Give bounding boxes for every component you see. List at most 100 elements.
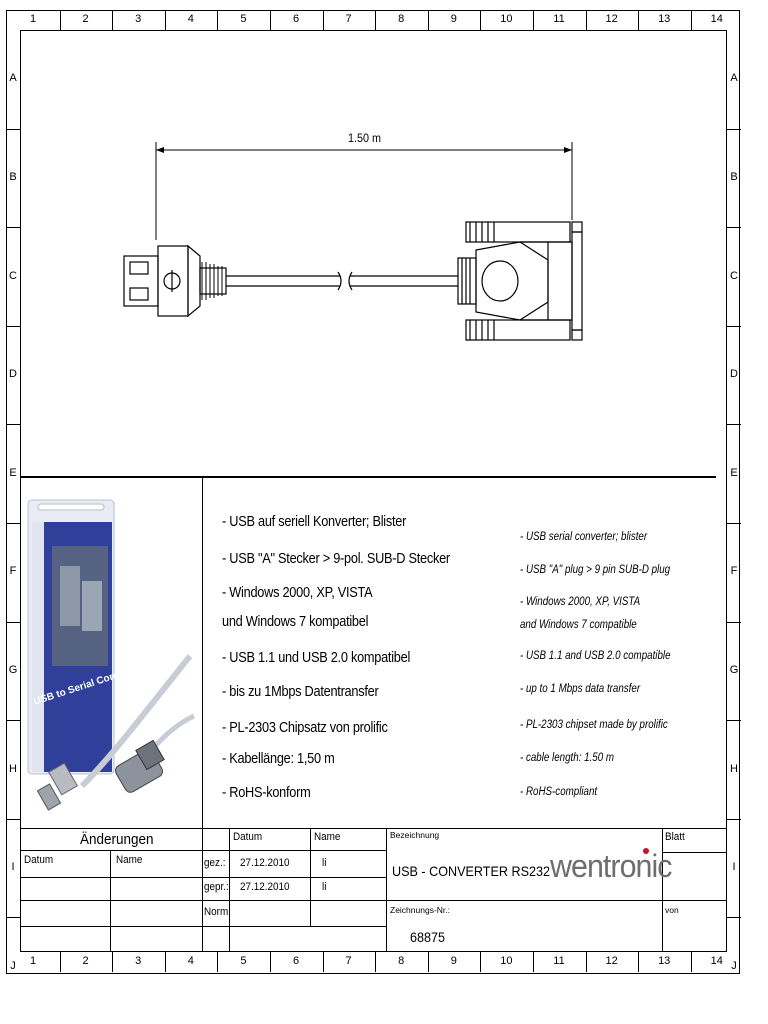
grid-tick: [270, 10, 271, 30]
feature-de-9: - RoHS-konform: [222, 785, 311, 801]
grid-tick: [727, 523, 741, 524]
column-number: 7: [345, 13, 352, 25]
grid-tick: [217, 952, 219, 972]
grid-tick: [270, 952, 271, 972]
column-number: 11: [553, 955, 565, 967]
row-letter: D: [9, 368, 17, 381]
column-number: 8: [398, 955, 405, 967]
column-number: 7: [345, 955, 352, 967]
wentronic-logo: wentronic: [550, 848, 673, 884]
row-letter: B: [730, 170, 738, 183]
feature-de-3: - Windows 2000, XP, VISTA: [222, 585, 373, 601]
column-number: 2: [82, 13, 89, 25]
row-letter: B: [9, 170, 17, 183]
grid-tick: [6, 523, 20, 524]
feature-de-5: - USB 1.1 und USB 2.0 kompatibel: [222, 650, 411, 666]
row-letter: H: [730, 762, 738, 775]
grid-tick: [727, 325, 741, 327]
grid-tick: [322, 952, 324, 972]
row-letter: J: [10, 959, 16, 972]
column-number: 11: [553, 13, 565, 25]
zeichnungs-value: 68875: [410, 929, 446, 945]
feature-en-1: - USB serial converter; blister: [520, 531, 648, 543]
grid-tick: [727, 128, 741, 130]
feature-en-5: - USB 1.1 and USB 2.0 compatible: [520, 650, 671, 662]
grid-tick: [533, 952, 534, 972]
column-number: 14: [710, 13, 723, 25]
grid-tick: [727, 720, 741, 722]
grid-tick: [727, 424, 741, 426]
row-letter: F: [730, 565, 738, 578]
gez-name: li: [322, 857, 327, 869]
grid-tick: [585, 10, 587, 30]
grid-tick: [727, 818, 741, 820]
grid-tick: [727, 621, 741, 623]
column-number: 1: [29, 955, 37, 967]
grid-tick: [585, 952, 587, 972]
bezeichnung-value: USB - CONVERTER RS232: [392, 863, 551, 879]
row-letter: G: [729, 663, 739, 676]
cable: [226, 271, 458, 291]
grid-tick: [375, 952, 377, 972]
row-letter: H: [9, 762, 17, 775]
product-photo-panel: [20, 478, 203, 828]
column-number: 3: [135, 955, 142, 967]
column-number: 12: [605, 13, 618, 25]
section-divider: [20, 476, 716, 478]
grid-tick: [164, 952, 166, 972]
usb-plug: [123, 244, 227, 318]
grid-tick: [427, 10, 429, 30]
column-number: 10: [500, 13, 513, 25]
grid-tick: [322, 10, 324, 30]
feature-en-8: - cable length: 1.50 m: [520, 752, 615, 764]
grid-tick: [6, 128, 20, 130]
blatt-label: Blatt: [665, 831, 685, 843]
feature-de-2: - USB "A" Stecker > 9-pol. SUB-D Stecker: [222, 551, 450, 567]
row-letter: A: [9, 72, 17, 85]
column-number: 9: [450, 13, 457, 25]
column-number: 5: [240, 13, 247, 25]
feature-en-4: and Windows 7 compatible: [520, 619, 637, 631]
inner-frame: [20, 30, 727, 952]
row-letter: I: [11, 861, 15, 874]
gepr-name: li: [322, 881, 327, 893]
feature-en-3: - Windows 2000, XP, VISTA: [520, 596, 641, 608]
grid-tick: [6, 424, 20, 426]
grid-tick: [6, 818, 20, 820]
feature-en-9: - RoHS-compliant: [520, 786, 598, 798]
column-number: 6: [292, 955, 300, 967]
column-number: 8: [398, 13, 405, 25]
dimension-label: 1.50 m: [348, 131, 382, 145]
grid-tick: [427, 952, 429, 972]
cable-drawing: [123, 142, 583, 341]
feature-de-4: und Windows 7 kompatibel: [222, 614, 369, 630]
gez-label: gez.:: [204, 857, 226, 869]
grid-tick: [59, 10, 61, 30]
column-number: 13: [658, 13, 671, 25]
row-letter: C: [730, 269, 738, 282]
aenderungen-header: Änderungen: [80, 831, 154, 848]
grid-tick: [533, 10, 534, 30]
grid-tick: [6, 917, 20, 919]
outer-frame: [6, 10, 740, 974]
name-column-label: Name: [116, 854, 143, 866]
column-number: 6: [292, 13, 300, 25]
row-letter: I: [732, 861, 736, 874]
grid-tick: [6, 621, 20, 623]
column-number: 10: [500, 955, 513, 967]
grid-tick: [6, 720, 20, 722]
row-letter: D: [730, 368, 738, 381]
grid-tick: [164, 10, 166, 30]
grid-tick: [727, 917, 741, 919]
datum-header: Datum: [233, 831, 263, 843]
row-letter: A: [730, 72, 738, 85]
bezeichnung-label: Bezeichnung: [390, 830, 440, 840]
feature-en-7: - PL-2303 chipset made by prolific: [520, 719, 668, 731]
row-letter: E: [9, 466, 17, 479]
column-number: 9: [450, 955, 457, 967]
column-number: 12: [605, 955, 618, 967]
grid-tick: [480, 952, 482, 972]
column-number: 3: [135, 13, 142, 25]
row-letter: E: [730, 466, 738, 479]
zeichnungs-label: Zeichnungs-Nr.:: [390, 905, 450, 915]
